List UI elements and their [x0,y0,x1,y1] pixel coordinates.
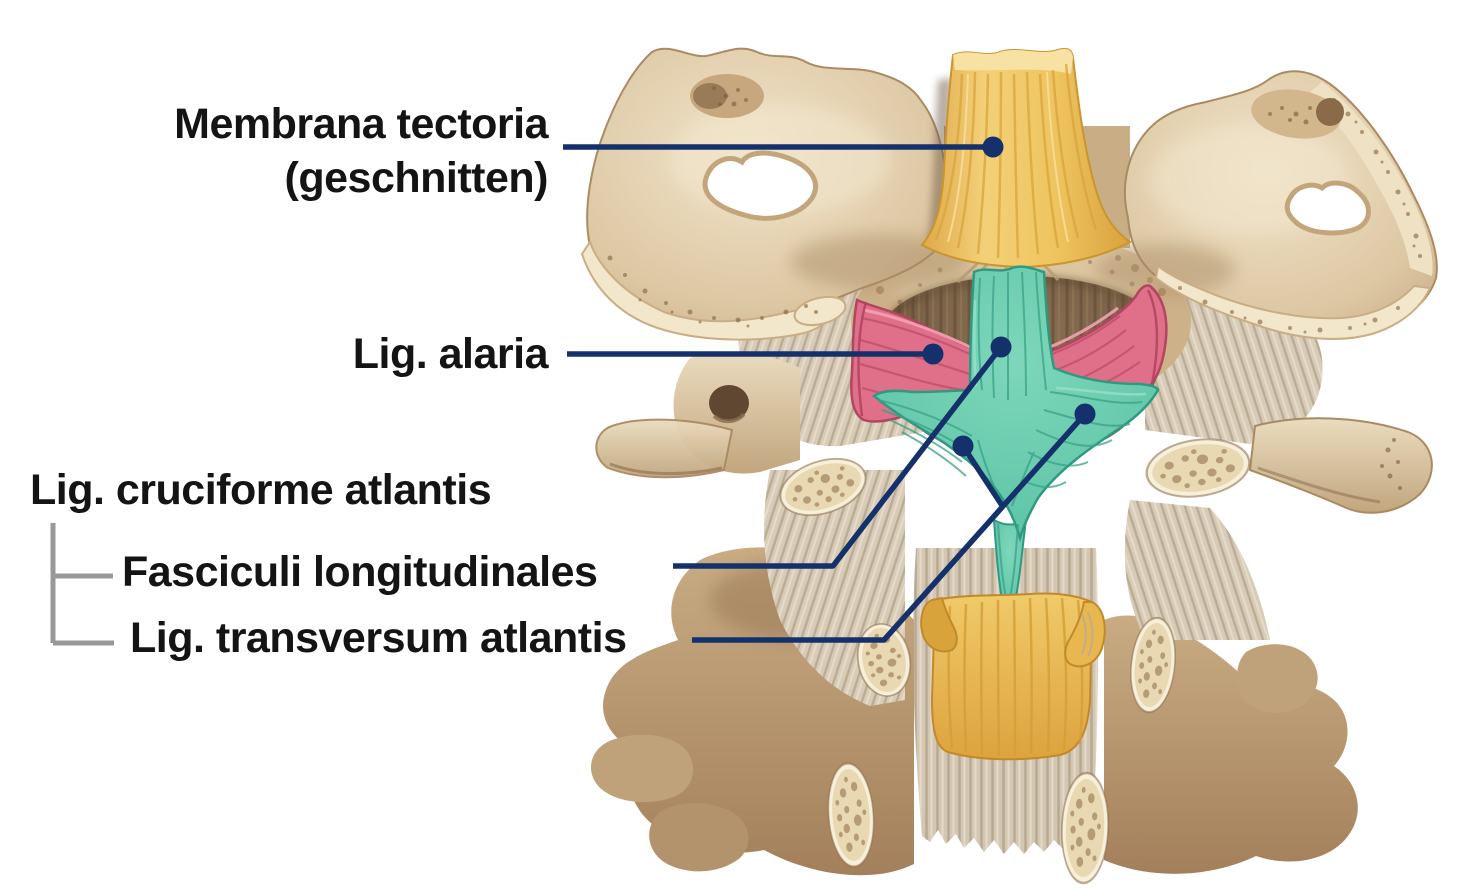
rim-speckles-left [607,255,818,328]
leader-transversum [692,412,1088,643]
foramen-right [1284,180,1371,236]
dot-transversum-right [1074,403,1096,425]
membrana-fibers [934,63,1098,259]
occipital-bone-right [1095,70,1438,340]
label-membrana-line1: Membrana tectoria [174,100,548,148]
label-fasciculi-longitudinales: Fasciculi longitudinales [122,548,598,596]
foramen-left [702,150,819,221]
label-membrana-tectoria: Membrana tectoria (geschnitten) [174,97,548,205]
dot-alaria [922,343,944,365]
membrana-tectoria-upper [920,47,1132,269]
hierarchy-bracket [50,523,114,646]
dot-transversum-left [952,435,974,457]
label-membrana-line2: (geschnitten) [284,154,549,202]
leader-dots [922,136,1096,457]
leader-transversum-branch [960,444,1006,509]
label-lig-cruciforme-atlantis: Lig. cruciforme atlantis [30,466,492,514]
cortical-rim-right [1154,264,1432,340]
leader-fasciculi [673,345,1004,569]
rolled-edge-left [920,596,958,653]
transverse-and-superior-band [871,265,1160,543]
cut-edge-right [1308,82,1433,276]
leader-lines [563,144,1088,643]
dot-membrana [982,136,1004,158]
label-lig-transversum-atlantis: Lig. transversum atlantis [130,614,627,662]
cut-edge-highlight [953,48,1073,74]
label-lig-alaria: Lig. alaria [352,330,549,378]
dot-fasciculi [990,336,1012,358]
occipital-bone-left [580,47,970,341]
membrana-tectoria-lower [920,592,1106,761]
rim-speckles-right [1178,286,1400,334]
